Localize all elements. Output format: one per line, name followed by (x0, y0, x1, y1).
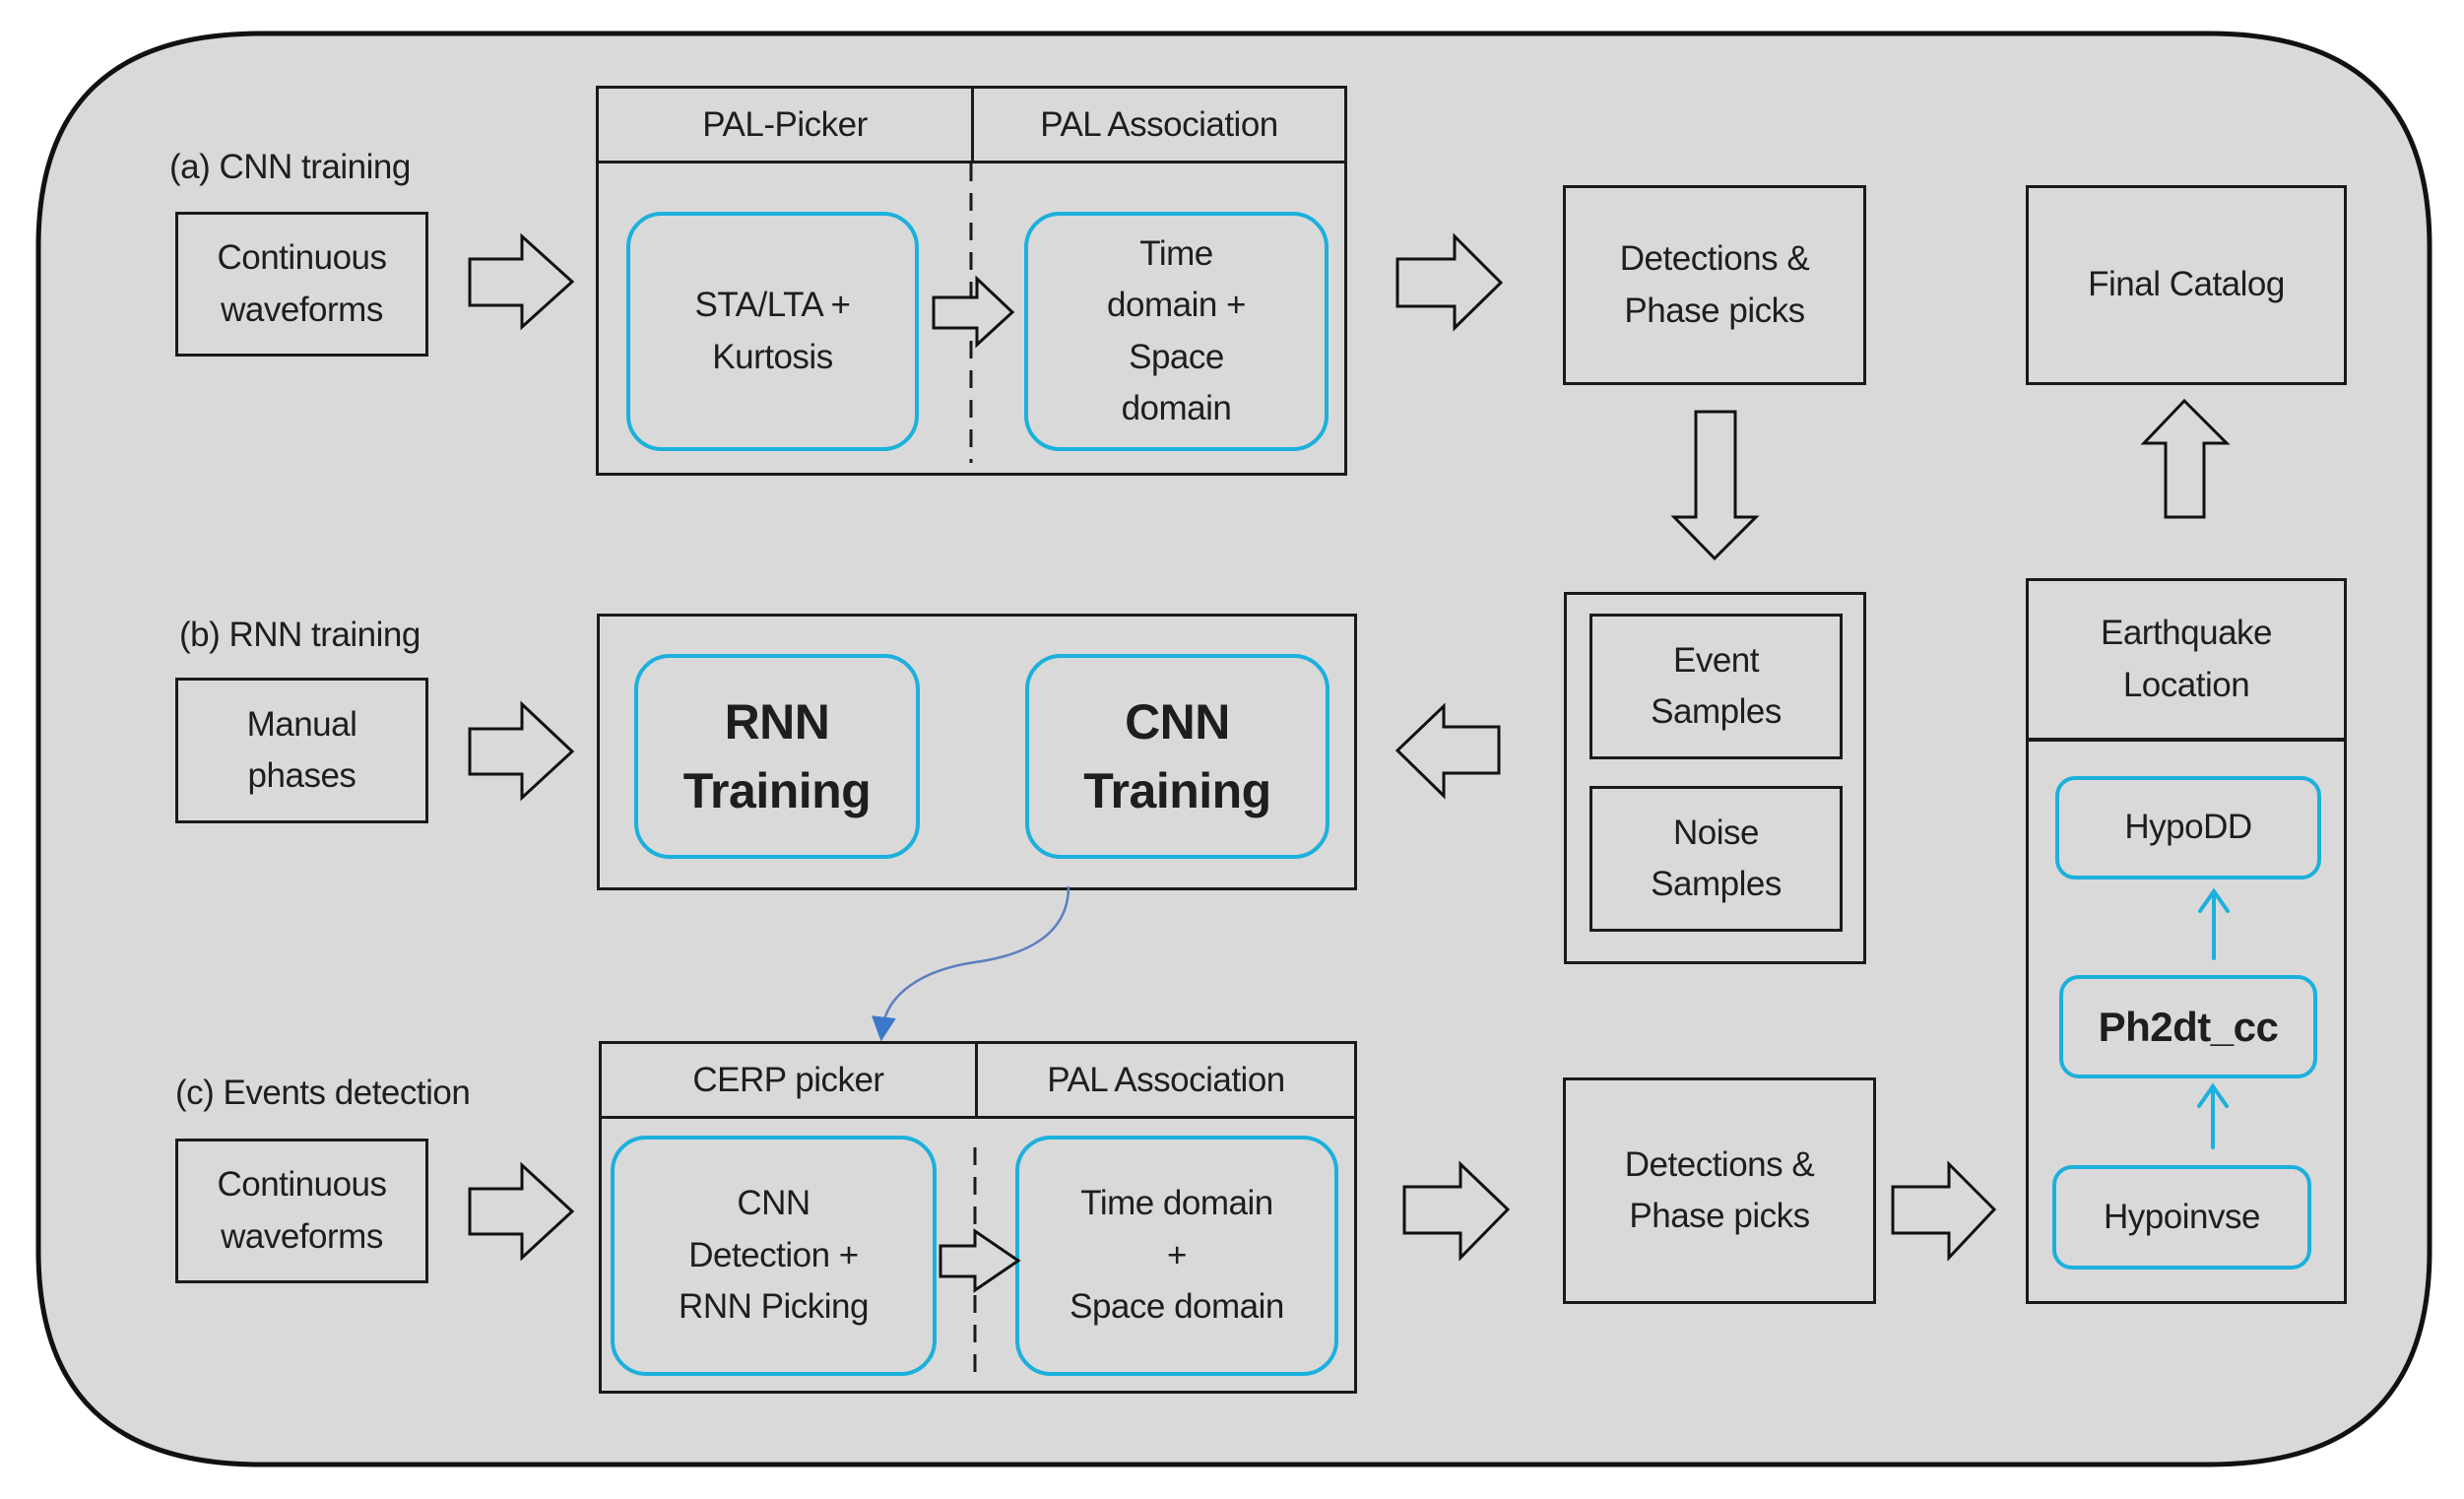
section-c-header-right: PAL Association (1047, 1060, 1285, 1099)
section-c-output-text: Detections & Phase picks (1624, 1144, 1815, 1236)
section-c-header-divider (599, 1116, 1357, 1119)
block-arrow-icon (468, 1161, 575, 1262)
hypoinvse-step: Hypoinvse (2052, 1165, 2311, 1270)
hypodd-step: HypoDD (2055, 776, 2321, 880)
block-arrow-icon (939, 1228, 1021, 1293)
block-arrow-icon (2140, 398, 2231, 519)
section-b-input-box: Manual phases (175, 678, 428, 823)
section-b-label: (b) RNN training (179, 616, 421, 654)
section-a-module-left: STA/LTA + Kurtosis (626, 212, 919, 451)
block-arrow-icon (468, 700, 575, 802)
block-arrow-icon (1891, 1160, 1997, 1262)
section-c-group (599, 1041, 1357, 1394)
section-a-module-right-text: Time domain + Space domain (1107, 233, 1246, 428)
cnn-training-module: CNN Training (1025, 654, 1329, 859)
section-b-input-text: Manual phases (246, 704, 357, 796)
event-samples-text: Event Samples (1651, 640, 1782, 732)
section-c-module-right: Time domain + Space domain (1015, 1136, 1338, 1376)
block-arrow-icon (1670, 410, 1760, 561)
section-a-input-text: Continuous waveforms (217, 238, 387, 329)
cnn-training-text: CNN Training (1083, 694, 1271, 818)
section-c-module-left-text: CNN Detection + RNN Picking (679, 1184, 869, 1327)
block-arrow-icon (1395, 232, 1504, 332)
hypodd-text: HypoDD (2124, 808, 2252, 847)
thin-arrow-icon (2198, 887, 2230, 960)
section-a-module-right: Time domain + Space domain (1024, 212, 1329, 451)
section-c-header-left: CERP picker (692, 1060, 884, 1099)
final-catalog-text: Final Catalog (2088, 265, 2285, 304)
section-a-output-text: Detections & Phase picks (1619, 239, 1810, 330)
noise-samples-text: Noise Samples (1651, 813, 1782, 904)
rnn-training-text: RNN Training (682, 694, 872, 818)
ph2dt-cc-text: Ph2dt_cc (2098, 1004, 2279, 1050)
block-arrow-icon (932, 275, 1015, 349)
section-c-input-text: Continuous waveforms (217, 1165, 387, 1256)
section-c-label: (c) Events detection (175, 1074, 471, 1112)
block-arrow-icon (468, 232, 575, 331)
section-a-header-left: PAL-Picker (702, 104, 868, 144)
section-a-label: (a) CNN training (169, 148, 411, 186)
section-c-output-box: Detections & Phase picks (1563, 1077, 1876, 1304)
noise-samples-box: Noise Samples (1589, 786, 1843, 932)
section-a-input-box: Continuous waveforms (175, 212, 428, 357)
earthquake-location-container (2026, 578, 2347, 1304)
curved-arrow-icon (872, 885, 1070, 1042)
hypoinvse-text: Hypoinvse (2104, 1197, 2260, 1236)
earthquake-location-divider (2026, 738, 2347, 742)
final-catalog-box: Final Catalog (2026, 185, 2347, 385)
section-c-module-right-text: Time domain + Space domain (1070, 1184, 1284, 1327)
block-arrow-icon (1394, 702, 1501, 800)
block-arrow-icon (1402, 1160, 1511, 1262)
section-c-input-box: Continuous waveforms (175, 1139, 428, 1283)
thin-arrow-icon (2197, 1082, 2229, 1149)
earthquake-location-header-text: Earthquake Location (2100, 614, 2273, 704)
samples-container (1564, 592, 1866, 964)
section-b-group (597, 614, 1357, 890)
rnn-training-module: RNN Training (634, 654, 920, 859)
section-a-output-box: Detections & Phase picks (1563, 185, 1866, 385)
event-samples-box: Event Samples (1589, 614, 1843, 759)
section-c-module-left: CNN Detection + RNN Picking (611, 1136, 937, 1376)
ph2dt-cc-step: Ph2dt_cc (2059, 975, 2317, 1078)
earthquake-location-header: Earthquake Location (2029, 581, 2344, 738)
section-a-module-left-text: STA/LTA + Kurtosis (694, 286, 851, 376)
section-a-header-right: PAL Association (1040, 104, 1278, 144)
outer-frame-shape (35, 31, 2432, 1467)
section-c-header-separator (975, 1041, 978, 1118)
section-a-header-separator (971, 86, 974, 163)
